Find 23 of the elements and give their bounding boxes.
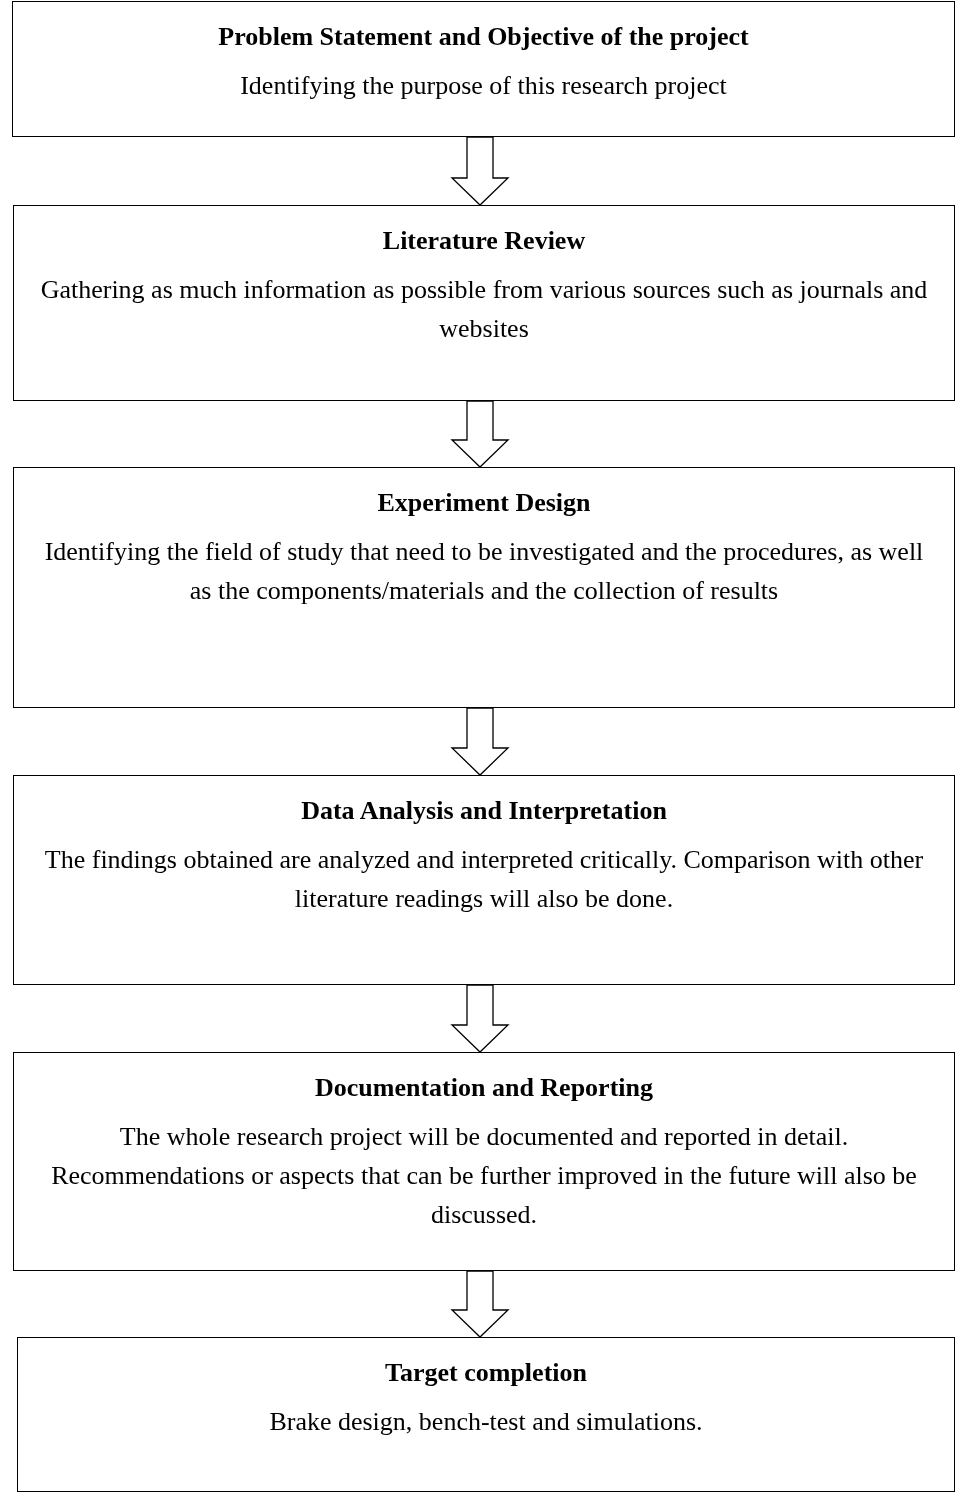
step-description: The whole research project will be documented and reported in detail. Recommendations or aspects that can be further improved in the future will also be discussed. <box>50 1120 918 1231</box>
process-box <box>13 1052 955 1271</box>
process-box <box>13 467 955 708</box>
block-arrow <box>450 707 510 776</box>
block-arrow <box>450 1270 510 1338</box>
step-title: Data Analysis and Interpretation <box>301 795 667 827</box>
block-arrow <box>450 984 510 1053</box>
step-title: Experiment Design <box>377 487 591 519</box>
step-description: The findings obtained are analyzed and interpreted critically. Comparison with other literature readings will also be done. <box>43 843 925 915</box>
step-description: Gathering as much information as possible from various sources such as journals and websites <box>39 273 929 345</box>
step-description: Brake design, bench-test and simulations. <box>268 1405 704 1438</box>
step-title: Problem Statement and Objective of the project <box>218 21 749 53</box>
block-arrow <box>450 400 510 468</box>
step-description: Identifying the purpose of this research project <box>239 69 728 102</box>
step-title: Target completion <box>385 1357 587 1389</box>
process-box <box>12 1 955 137</box>
step-description: Identifying the field of study that need to be investigated and the procedures, as well as the components/materials and the collection of results <box>43 535 925 607</box>
block-arrow <box>450 136 510 206</box>
step-title: Documentation and Reporting <box>315 1072 653 1104</box>
process-box <box>13 205 955 401</box>
process-box <box>13 775 955 985</box>
process-box <box>17 1337 955 1492</box>
step-title: Literature Review <box>382 225 586 257</box>
